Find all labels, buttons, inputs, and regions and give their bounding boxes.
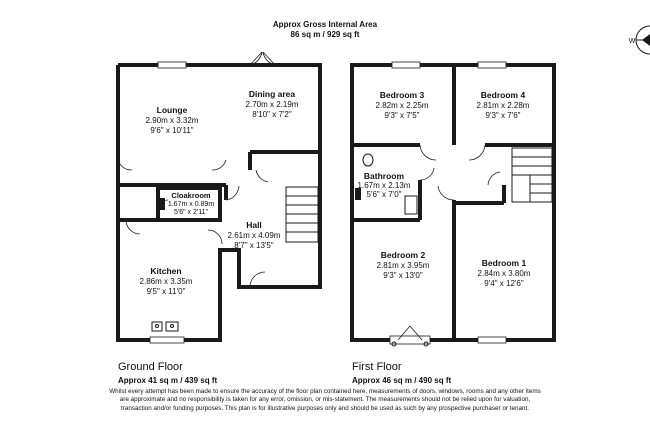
svg-text:Hall: Hall — [246, 220, 262, 230]
ground-floor-stairs — [285, 186, 319, 243]
ground-floor-name: Ground Floor — [118, 361, 183, 373]
svg-text:5'6" x 2'11": 5'6" x 2'11" — [174, 209, 208, 216]
svg-text:8'7" x 13'5": 8'7" x 13'5" — [234, 241, 274, 250]
room-label-bedroom-1: Bedroom 1 2.84m x 3.80m 9'4" x 12'6" — [478, 258, 531, 288]
compass-label: W — [629, 38, 636, 45]
svg-text:Kitchen: Kitchen — [150, 266, 181, 276]
svg-text:Bedroom 3: Bedroom 3 — [380, 90, 425, 100]
svg-text:2.81m x 2.28m: 2.81m x 2.28m — [477, 101, 530, 110]
svg-text:2.70m x 2.19m: 2.70m x 2.19m — [246, 100, 299, 109]
cloakroom-wc-icon — [160, 198, 165, 210]
bathroom-fixtures-icon — [355, 153, 418, 215]
svg-text:Bedroom 2: Bedroom 2 — [381, 250, 426, 260]
svg-text:8'10" x 7'2": 8'10" x 7'2" — [252, 110, 292, 119]
room-label-kitchen: Kitchen 2.86m x 3.35m 9'5" x 11'0" — [140, 266, 193, 296]
svg-text:2.61m x 4.09m: 2.61m x 4.09m — [228, 231, 281, 240]
ground-floor-area: Approx 41 sq m / 439 sq ft — [118, 376, 217, 385]
ground-floor-plan — [116, 51, 322, 344]
room-label-bathroom: Bathroom 1.67m x 2.13m 5'6" x 7'0" — [358, 171, 411, 199]
svg-text:2.84m x 3.80m: 2.84m x 3.80m — [478, 269, 531, 278]
svg-text:9'6" x 10'11": 9'6" x 10'11" — [150, 126, 193, 135]
patio-door-icon — [249, 51, 276, 66]
svg-text:2.81m x 3.95m: 2.81m x 3.95m — [377, 261, 430, 270]
disclaimer-text: Whilst every attempt has been made to en… — [109, 388, 541, 412]
first-floor-name: First Floor — [352, 361, 402, 373]
juliet-balcony-door-icon — [389, 325, 431, 347]
compass-icon: W — [629, 25, 650, 55]
svg-text:2.90m x 3.32m: 2.90m x 3.32m — [146, 116, 199, 125]
svg-text:9'4" x 12'6": 9'4" x 12'6" — [484, 279, 524, 288]
svg-text:2.86m x 3.35m: 2.86m x 3.35m — [140, 277, 193, 286]
svg-text:1.67m x 0.89m: 1.67m x 0.89m — [168, 201, 214, 208]
room-label-lounge: Lounge 2.90m x 3.32m 9'6" x 10'11" — [146, 105, 199, 135]
svg-text:Bedroom 4: Bedroom 4 — [481, 90, 526, 100]
svg-text:1.67m x 2.13m: 1.67m x 2.13m — [358, 181, 411, 190]
room-label-bedroom-4: Bedroom 4 2.81m x 2.28m 9'3" x 7'6" — [477, 90, 530, 120]
room-label-bedroom-2: Bedroom 2 2.81m x 3.95m 9'3" x 13'0" — [377, 250, 430, 280]
kitchen-sink-icon — [151, 321, 179, 332]
svg-text:9'5" x 11'0": 9'5" x 11'0" — [147, 287, 186, 296]
room-label-cloakroom: Cloakroom 1.67m x 0.89m 5'6" x 2'11" — [168, 191, 214, 216]
first-floor-plan — [350, 61, 556, 347]
room-label-dining-area: Dining area 2.70m x 2.19m 8'10" x 7'2" — [246, 89, 299, 119]
svg-text:Lounge: Lounge — [157, 105, 188, 115]
header-area: 86 sq m / 929 sq ft — [291, 30, 360, 39]
svg-text:9'3" x 13'0": 9'3" x 13'0" — [383, 271, 423, 280]
svg-text:9'3" x 7'5": 9'3" x 7'5" — [385, 111, 420, 120]
svg-text:Dining area: Dining area — [249, 89, 296, 99]
header-title: Approx Gross Internal Area — [273, 20, 378, 29]
svg-text:Bedroom 1: Bedroom 1 — [482, 258, 527, 268]
room-label-bedroom-3: Bedroom 3 2.82m x 2.25m 9'3" x 7'5" — [376, 90, 429, 120]
first-floor-area: Approx 46 sq m / 490 sq ft — [352, 376, 451, 385]
svg-text:Bathroom: Bathroom — [364, 171, 405, 181]
room-label-hall: Hall 2.61m x 4.09m 8'7" x 13'5" — [228, 220, 281, 250]
svg-text:5'6" x 7'0": 5'6" x 7'0" — [367, 190, 402, 199]
svg-text:Cloakroom: Cloakroom — [171, 191, 211, 200]
first-floor-stairs — [511, 147, 553, 203]
svg-text:9'3" x 7'6": 9'3" x 7'6" — [486, 111, 521, 120]
svg-text:2.82m x 2.25m: 2.82m x 2.25m — [376, 101, 429, 110]
